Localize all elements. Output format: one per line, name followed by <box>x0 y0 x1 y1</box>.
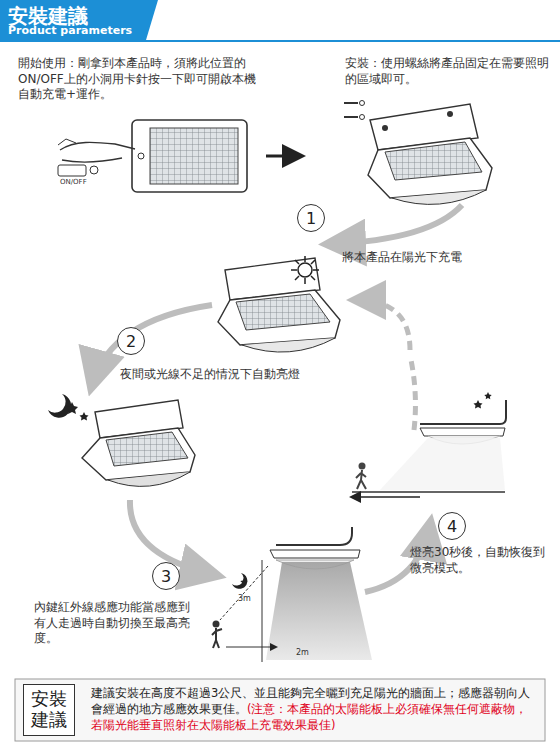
step-text: 夜間或光線不足的情況下自動亮燈 <box>120 367 370 383</box>
night-unit <box>48 394 195 486</box>
callout-number: 4 <box>447 517 457 536</box>
header-band <box>0 0 158 40</box>
note-tag: 安裝 建議 <box>30 689 68 730</box>
arrow <box>266 155 300 158</box>
charging-unit <box>218 256 340 352</box>
step-number-circle: 1 <box>297 204 325 232</box>
front-view <box>58 120 247 192</box>
callout-number: 3 <box>161 567 171 586</box>
step-text: 開始使用：剛拿到本產品時，須將此位置的ON/OFF上的小洞用卡針按一下即可開啟本… <box>18 56 263 103</box>
subtitle: Product parameters <box>8 24 148 38</box>
dimension-label: 2m <box>296 648 316 658</box>
step-number-circle: 3 <box>152 562 180 590</box>
note-text: 建議安裝在高度不超過3公尺、並且能夠完全曬到充足陽光的牆面上；感應器朝向人會經過… <box>91 685 537 733</box>
flow-arrow <box>330 205 462 244</box>
dimension-label: ON/OFF <box>60 178 100 187</box>
callout-number: 2 <box>126 332 136 351</box>
dimension-label: 3m <box>238 594 258 604</box>
return-arrow <box>356 300 410 350</box>
step-number-circle: 2 <box>117 327 145 355</box>
mounted-unit <box>344 101 492 205</box>
step-number-circle: 4 <box>438 512 466 540</box>
sensing-unit <box>212 527 372 662</box>
note-band: 建議安裝在高度不超過3公尺、並且能夠完全曬到充足陽光的牆面上；感應器朝向人會經過… <box>15 679 545 741</box>
step-text: 安裝：使用螺絲將產品固定在需要照明的區域即可。 <box>345 56 550 87</box>
header-rule <box>0 40 560 42</box>
note-band-bg <box>15 679 545 741</box>
step-text: 內鍵紅外線感應功能當感應到有人走過時自動切換至最高亮度。 <box>34 600 194 647</box>
step-text: 將本產品在陽光下充電 <box>342 250 542 266</box>
callout-number: 1 <box>306 209 316 228</box>
dim-unit <box>352 392 506 497</box>
step-text: 燈亮30秒後，自動恢復到微亮模式。 <box>410 545 548 576</box>
note-tag-box: 安裝 建議 <box>23 684 75 736</box>
return-arrow <box>411 360 415 430</box>
